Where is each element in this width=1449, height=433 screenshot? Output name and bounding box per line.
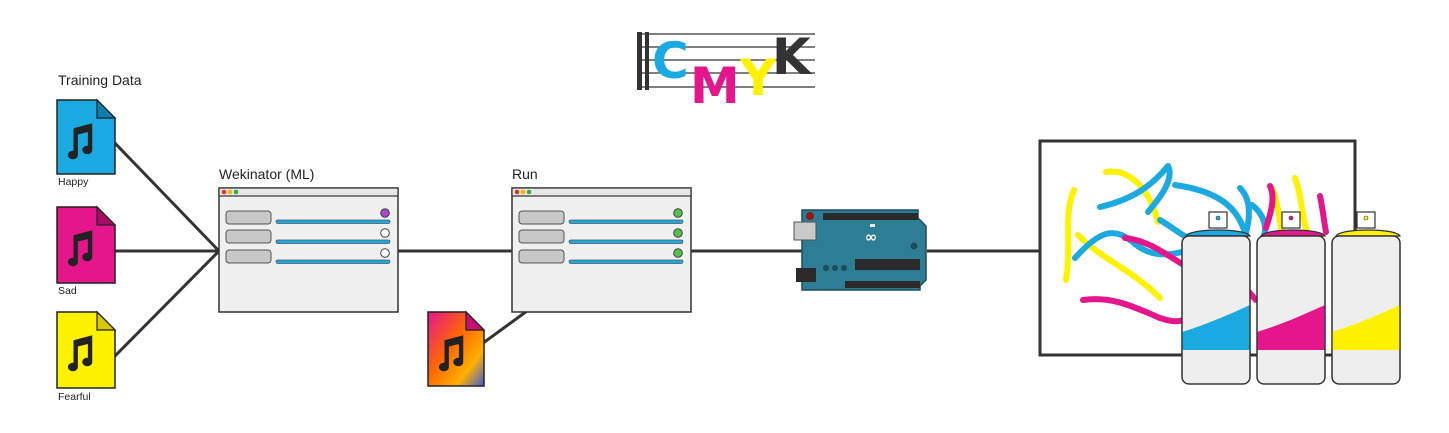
run-row-3 — [518, 248, 684, 264]
sad-file-icon — [56, 205, 117, 284]
fearful-label: Fearful — [58, 391, 91, 403]
close-dot-icon — [514, 189, 520, 195]
logo-letter-c: C — [652, 32, 689, 90]
run-indicator-3 — [673, 248, 683, 258]
happy-file-icon — [56, 98, 117, 175]
logo-letter-y: Y — [739, 49, 777, 107]
sad-label: Sad — [58, 285, 77, 297]
run-indicator-2 — [673, 228, 683, 238]
wekinator-row-1 — [225, 208, 391, 225]
maximize-dot-icon — [526, 189, 532, 195]
run-heading: Run — [512, 166, 538, 182]
logo-letter-m: M — [690, 57, 740, 115]
wekinator-indicator-2 — [380, 228, 390, 238]
wekinator-window — [218, 187, 399, 313]
minimize-dot-icon — [520, 189, 526, 195]
run-row-2 — [518, 228, 684, 244]
cyan-spray-can-icon — [1181, 211, 1251, 385]
wekinator-row-2 — [225, 228, 391, 244]
training-data-heading: Training Data — [58, 72, 142, 88]
cmyk-logo: C M Y K — [637, 28, 815, 115]
input-music-file-icon — [427, 310, 486, 387]
wekinator-heading: Wekinator (ML) — [219, 166, 315, 182]
wekinator-indicator-3 — [380, 248, 390, 258]
connector-lines — [108, 136, 1040, 363]
close-dot-icon — [221, 189, 227, 195]
logo-letter-k: K — [772, 28, 813, 86]
minimize-dot-icon — [227, 189, 233, 195]
wekinator-row-3 — [225, 248, 391, 264]
arduino-board-icon: ∞ — [793, 209, 927, 291]
yellow-spray-can-icon — [1331, 211, 1401, 385]
magenta-spray-can-icon — [1256, 211, 1326, 385]
wekinator-indicator-1 — [380, 208, 390, 218]
run-indicator-1 — [673, 208, 683, 218]
svg-text:∞: ∞ — [865, 228, 878, 246]
maximize-dot-icon — [233, 189, 239, 195]
happy-label: Happy — [58, 176, 89, 188]
run-row-1 — [518, 208, 684, 225]
fearful-file-icon — [56, 310, 117, 389]
run-window — [511, 187, 692, 313]
